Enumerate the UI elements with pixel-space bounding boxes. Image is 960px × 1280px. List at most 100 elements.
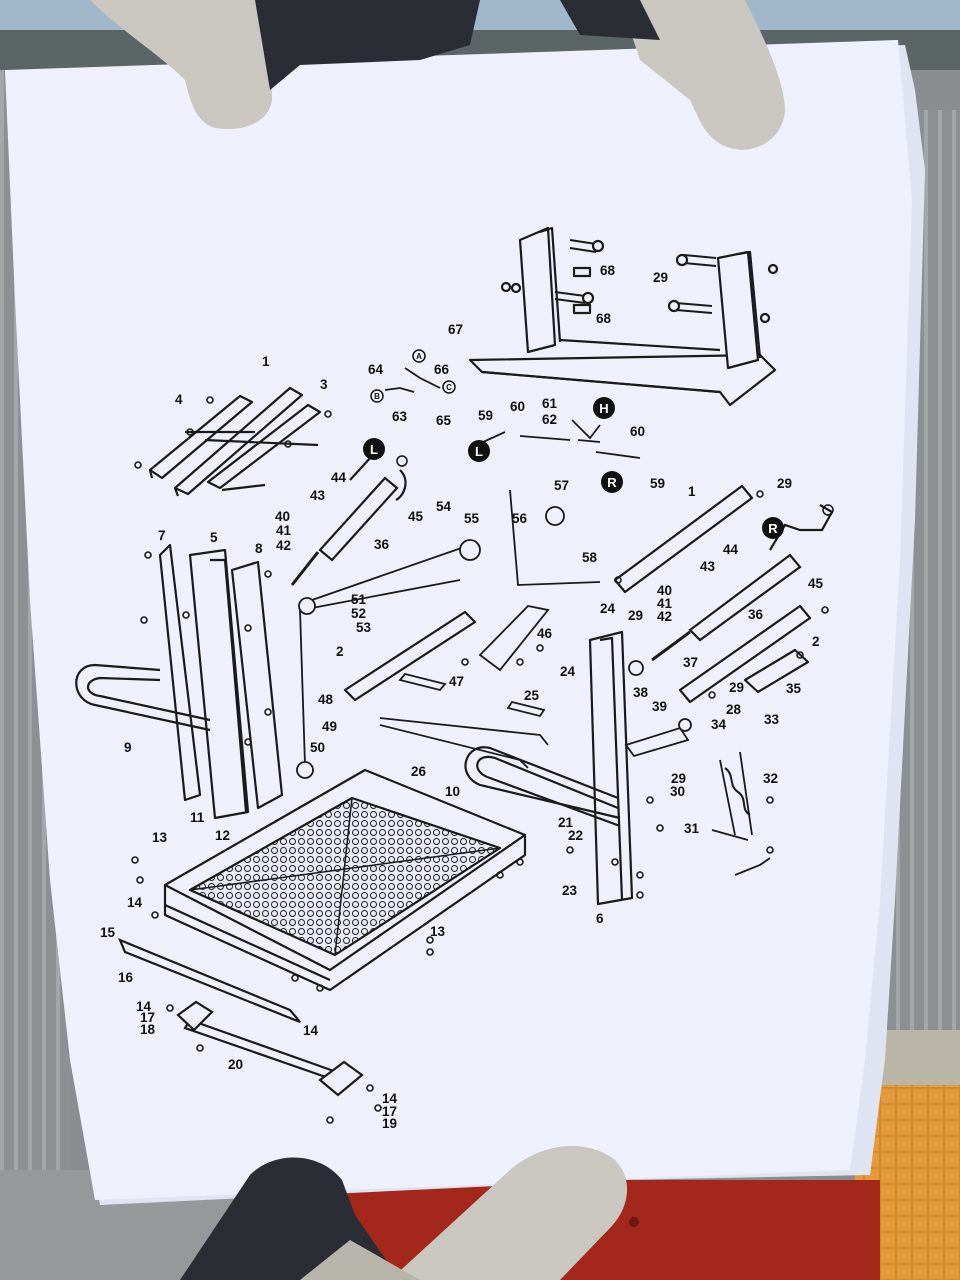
part-number: 17 bbox=[140, 1010, 155, 1025]
part-number-callouts: 1 1 2 2 3 4 5 6 7 8 9 10 11 12 13 13 14 … bbox=[100, 263, 824, 1131]
part-number: 65 bbox=[436, 413, 452, 428]
part-number: 55 bbox=[464, 511, 480, 526]
part-number: 26 bbox=[411, 764, 427, 779]
part-number: 18 bbox=[140, 1022, 156, 1037]
part-number: 42 bbox=[276, 538, 291, 553]
part-number: 29 bbox=[777, 476, 792, 491]
svg-text:A: A bbox=[416, 352, 422, 361]
part-number: 9 bbox=[124, 740, 132, 755]
part-number: 24 bbox=[600, 601, 616, 616]
part-number: 64 bbox=[368, 362, 384, 377]
part-number: 47 bbox=[449, 674, 464, 689]
part-number: 25 bbox=[524, 688, 540, 703]
part-number: 43 bbox=[310, 488, 326, 503]
part-number: 46 bbox=[537, 626, 553, 641]
step-platform bbox=[163, 768, 527, 992]
part-number: 42 bbox=[657, 609, 672, 624]
svg-text:R: R bbox=[768, 521, 778, 536]
small-symbol-A: A bbox=[412, 349, 426, 363]
part-number: 4 bbox=[175, 392, 183, 407]
small-symbol-B: B bbox=[370, 389, 384, 403]
port-symbols: L L R R H A B C bbox=[363, 349, 834, 539]
part-number: 62 bbox=[542, 412, 557, 427]
part-number: 68 bbox=[600, 263, 616, 278]
hose-end-circle-right bbox=[822, 504, 834, 516]
part-number: 28 bbox=[726, 702, 742, 717]
svg-text:R: R bbox=[607, 475, 617, 490]
hose-end-circle bbox=[396, 455, 408, 467]
part-number: 14 bbox=[127, 895, 143, 910]
part-number: 53 bbox=[356, 620, 372, 635]
part-number: 61 bbox=[542, 396, 558, 411]
part-number: 29 bbox=[671, 771, 686, 786]
part-number: 43 bbox=[700, 559, 716, 574]
grab-handles bbox=[75, 663, 621, 828]
port-symbol-L-hose: L bbox=[468, 440, 490, 462]
upper-bracket-set bbox=[148, 386, 322, 497]
part-number: 35 bbox=[786, 681, 802, 696]
part-number: 29 bbox=[628, 608, 643, 623]
port-symbol-R-right: R bbox=[762, 517, 784, 539]
part-number: 19 bbox=[382, 1116, 397, 1131]
part-number: 8 bbox=[255, 541, 263, 556]
part-number: 10 bbox=[445, 784, 460, 799]
part-number: 16 bbox=[118, 970, 134, 985]
part-number: 32 bbox=[763, 771, 778, 786]
part-number: 14 bbox=[136, 999, 152, 1014]
part-number: 5 bbox=[210, 530, 218, 545]
part-number: 67 bbox=[448, 322, 463, 337]
part-number: 12 bbox=[215, 828, 230, 843]
port-symbol-H: H bbox=[593, 397, 615, 419]
part-number: 56 bbox=[512, 511, 528, 526]
part-number: 66 bbox=[434, 362, 450, 377]
part-number: 36 bbox=[374, 537, 390, 552]
part-number: 13 bbox=[152, 830, 168, 845]
part-number: 14 bbox=[303, 1023, 319, 1038]
port-symbol-L-left: L bbox=[363, 438, 385, 460]
part-number: 48 bbox=[318, 692, 334, 707]
part-number: 1 bbox=[262, 354, 270, 369]
lower-bars bbox=[117, 937, 364, 1097]
part-number: 34 bbox=[711, 717, 727, 732]
part-number: 41 bbox=[276, 523, 292, 538]
hydraulic-cylinders bbox=[290, 454, 834, 662]
part-number: 17 bbox=[382, 1104, 397, 1119]
svg-text:L: L bbox=[475, 444, 483, 459]
part-number: 11 bbox=[190, 810, 205, 825]
part-number: 45 bbox=[408, 509, 424, 524]
part-number: 60 bbox=[630, 424, 645, 439]
part-number: 41 bbox=[657, 596, 673, 611]
svg-text:L: L bbox=[370, 442, 378, 457]
part-number: 36 bbox=[748, 607, 764, 622]
part-number: 31 bbox=[684, 821, 700, 836]
part-number: 14 bbox=[382, 1091, 398, 1106]
part-number: 7 bbox=[158, 528, 166, 543]
glove-bottom bbox=[180, 1146, 628, 1280]
svg-text:H: H bbox=[599, 401, 608, 416]
part-number: 40 bbox=[275, 509, 290, 524]
part-number: 44 bbox=[723, 542, 739, 557]
part-number: 50 bbox=[310, 740, 325, 755]
part-number: 54 bbox=[436, 499, 452, 514]
part-number: 24 bbox=[560, 664, 576, 679]
part-number: 59 bbox=[650, 476, 665, 491]
part-number: 59 bbox=[478, 408, 493, 423]
linkage-lines bbox=[296, 367, 771, 876]
part-number: 23 bbox=[562, 883, 578, 898]
part-number: 3 bbox=[320, 377, 328, 392]
part-number: 60 bbox=[510, 399, 525, 414]
part-number: 39 bbox=[652, 699, 667, 714]
part-number: 13 bbox=[430, 924, 446, 939]
svg-text:B: B bbox=[374, 392, 380, 401]
part-number: 20 bbox=[228, 1057, 243, 1072]
part-number: 21 bbox=[558, 815, 574, 830]
part-number: 29 bbox=[729, 680, 744, 695]
fasteners bbox=[131, 396, 829, 1124]
port-symbol-R-hose: R bbox=[601, 471, 623, 493]
glove-top-right bbox=[560, 0, 785, 150]
part-number: 2 bbox=[812, 634, 820, 649]
part-number: 58 bbox=[582, 550, 598, 565]
part-number: 51 bbox=[351, 592, 367, 607]
part-number: 49 bbox=[322, 719, 337, 734]
